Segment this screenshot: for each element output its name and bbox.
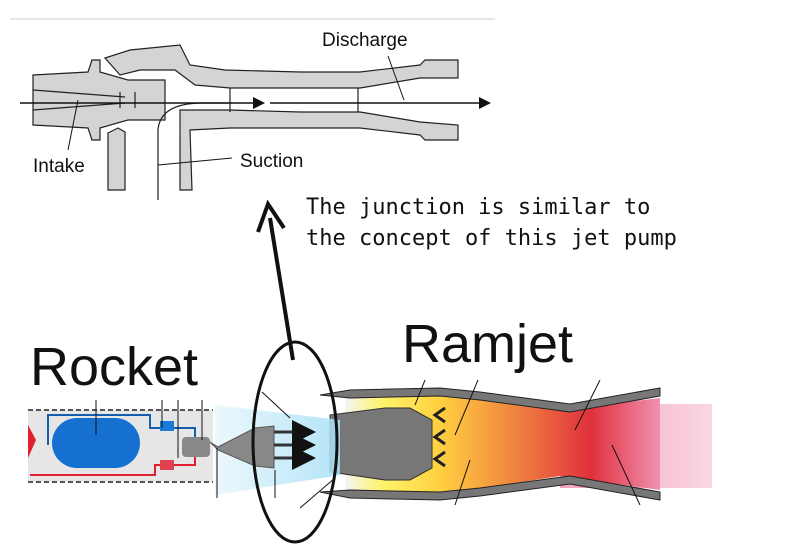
suction-label: Suction [240, 151, 303, 172]
ramjet-casing-top [319, 387, 661, 413]
pump-body-bottom [179, 109, 459, 191]
ramjet-centerbody [329, 407, 433, 481]
junction-highlight-ellipse [251, 340, 339, 544]
fuel-pump [160, 421, 174, 431]
jet-pump-drawing [32, 44, 459, 200]
oxidizer-tank [28, 425, 36, 458]
combustion-chamber [182, 437, 210, 457]
intake-label: Intake [33, 156, 85, 177]
oxidizer-line [30, 455, 196, 476]
exhaust-arrows [274, 420, 316, 470]
suction-port [107, 127, 126, 191]
flame-holders [432, 406, 446, 468]
pump-body-top [103, 44, 459, 89]
rocket-title: Rocket [30, 337, 198, 397]
rocket-leaders [95, 391, 336, 509]
ramjet-leaders [414, 379, 641, 506]
intake-nozzle [32, 59, 166, 141]
annotation-line-1: The junction is similar to [306, 195, 650, 220]
rocket-nozzle [209, 425, 275, 469]
ramjet-casing-bottom [319, 475, 661, 501]
oxidizer-pump [160, 460, 174, 470]
discharge-label: Discharge [322, 30, 408, 51]
annotation-line-2: the concept of this jet pump [306, 226, 677, 251]
fuel-line [47, 414, 196, 455]
fuel-tank [52, 418, 140, 468]
pointer-arrow-head [256, 199, 286, 233]
pointer-arrow [268, 217, 295, 361]
ramjet-title: Ramjet [402, 314, 573, 374]
